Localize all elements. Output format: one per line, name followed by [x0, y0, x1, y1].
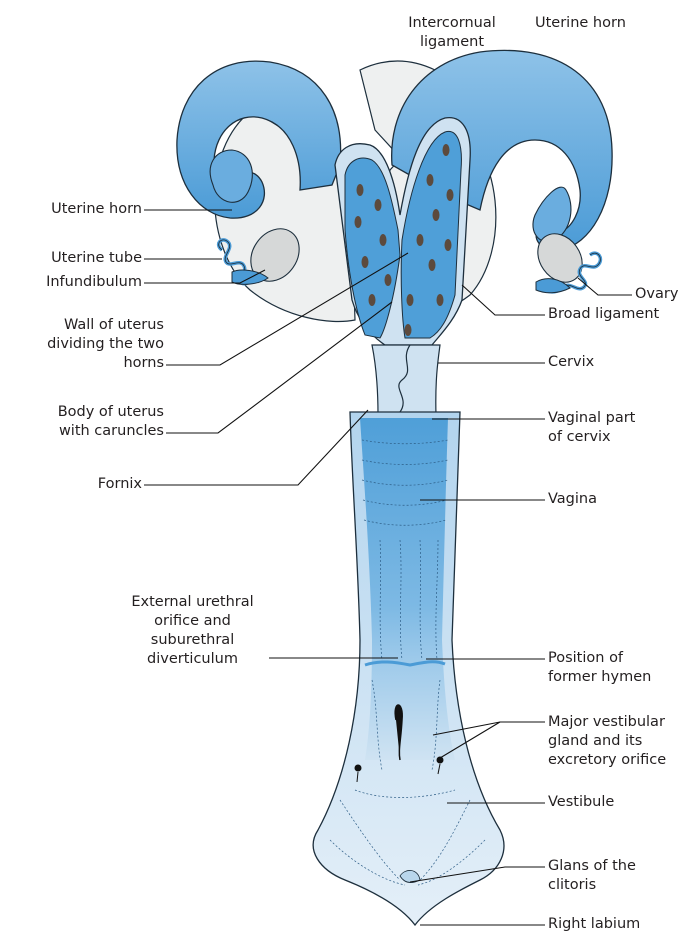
leader-fornix — [144, 410, 368, 485]
label-intercornual-ligament: Intercornual ligament — [392, 14, 512, 52]
label-position-of-former-hymen: Position of former hymen — [548, 649, 651, 687]
label-infundibulum: Infundibulum — [0, 273, 142, 292]
vagina-lumen — [360, 418, 455, 760]
label-vestibule: Vestibule — [548, 793, 614, 812]
label-wall-of-uterus: Wall of uterus dividing the two horns — [0, 316, 164, 373]
label-vaginal-part-of-cervix: Vaginal part of cervix — [548, 409, 635, 447]
label-uterine-tube: Uterine tube — [0, 249, 142, 268]
vestibular-orifice-left — [355, 765, 362, 772]
label-body-of-uterus: Body of uterus with caruncles — [0, 403, 164, 441]
label-broad-ligament: Broad ligament — [548, 305, 659, 324]
label-fornix: Fornix — [0, 475, 142, 494]
label-uterine-horn-left: Uterine horn — [0, 200, 142, 219]
label-ovary: Ovary — [635, 285, 678, 304]
label-uterine-horn-top: Uterine horn — [535, 14, 626, 33]
label-glans-of-clitoris: Glans of the clitoris — [548, 857, 636, 895]
label-vagina: Vagina — [548, 490, 597, 509]
label-major-vestibular-gland: Major vestibular gland and its excretory… — [548, 713, 666, 770]
label-right-labium: Right labium — [548, 915, 640, 934]
label-external-urethral-orifice: External urethral orifice and suburethra… — [120, 593, 265, 669]
label-cervix: Cervix — [548, 353, 594, 372]
